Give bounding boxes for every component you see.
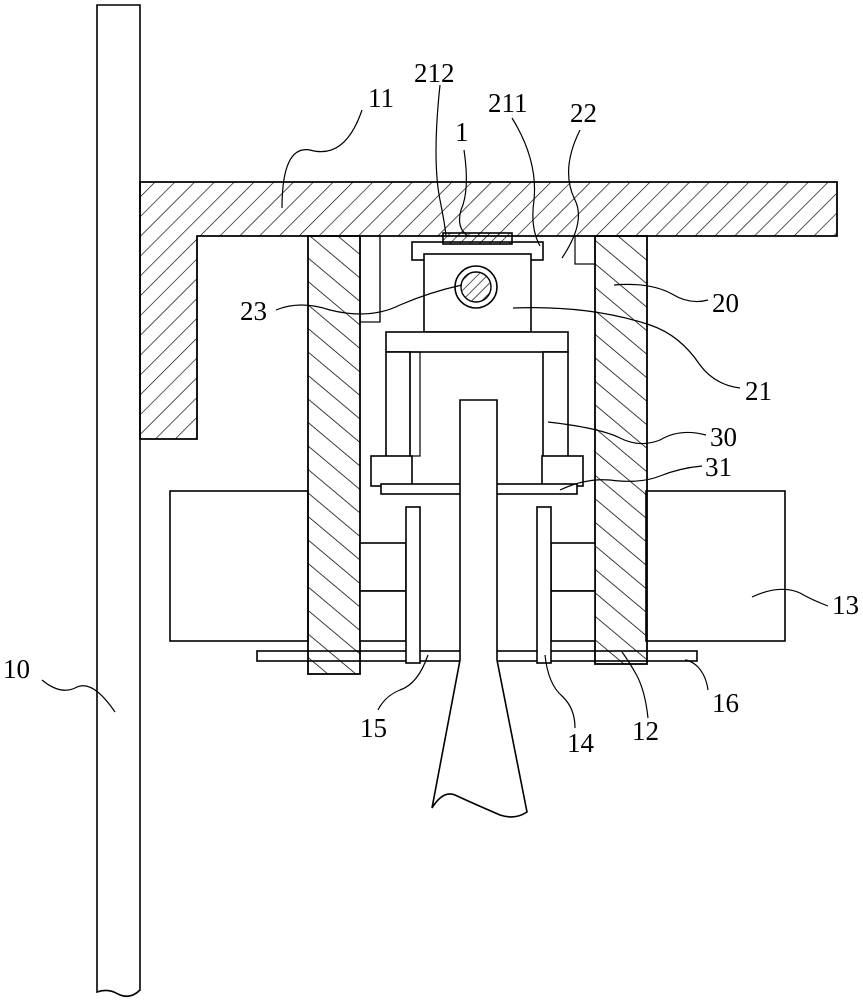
side-block-left [169,490,309,642]
label-1: 1 [455,117,469,147]
label-15: 15 [360,713,387,743]
leader-15 [377,654,429,711]
inner-guide-right [574,235,596,265]
leader-13 [751,588,829,607]
side-block-right [645,490,786,642]
leader-30 [547,421,707,445]
central-shaft [431,399,528,818]
housing-body-right [542,351,569,459]
label-23: 23 [240,296,267,326]
label-14: 14 [567,728,595,758]
spacer-right-1 [550,542,596,592]
leader-23 [275,284,463,315]
spacer-right-2 [550,590,596,642]
housing-foot-right [541,455,584,487]
inner-guide-left [359,235,381,323]
label-16: 16 [712,688,739,718]
housing-body-left [385,351,411,459]
label-211: 211 [488,88,528,118]
housing-foot-left [370,455,413,487]
leader-31 [559,465,703,491]
label-21: 21 [745,376,772,406]
label-10: 10 [3,654,30,684]
leader-22 [561,129,581,259]
leader-20 [613,283,709,303]
label-11: 11 [368,83,394,113]
leader-16 [684,659,709,691]
leader-211 [511,117,541,247]
housing-top [385,331,569,353]
label-22: 22 [570,98,597,128]
label-30: 30 [710,422,737,452]
leader-12 [621,651,649,719]
pin-inner [460,271,492,303]
label-13: 13 [832,590,859,620]
leader-1 [458,149,469,237]
frame-column [96,4,141,998]
spacer-left-1 [359,542,407,592]
label-12: 12 [632,716,659,746]
label-212: 212 [414,58,455,88]
label-31: 31 [705,452,732,482]
sleeve-wall-right [594,235,648,665]
leader-21 [512,307,741,389]
guide-rod-left [405,506,421,664]
leader-10 [41,679,116,713]
label-20: 20 [712,288,739,318]
guide-rod-right [536,506,552,664]
leader-14 [544,654,576,729]
leader-212 [435,84,447,237]
leader-11 [281,109,363,209]
clamp-pad [442,232,513,245]
sleeve-wall-left [307,235,361,675]
spacer-left-2 [359,590,407,642]
housing-wall-inner-left [409,351,421,457]
